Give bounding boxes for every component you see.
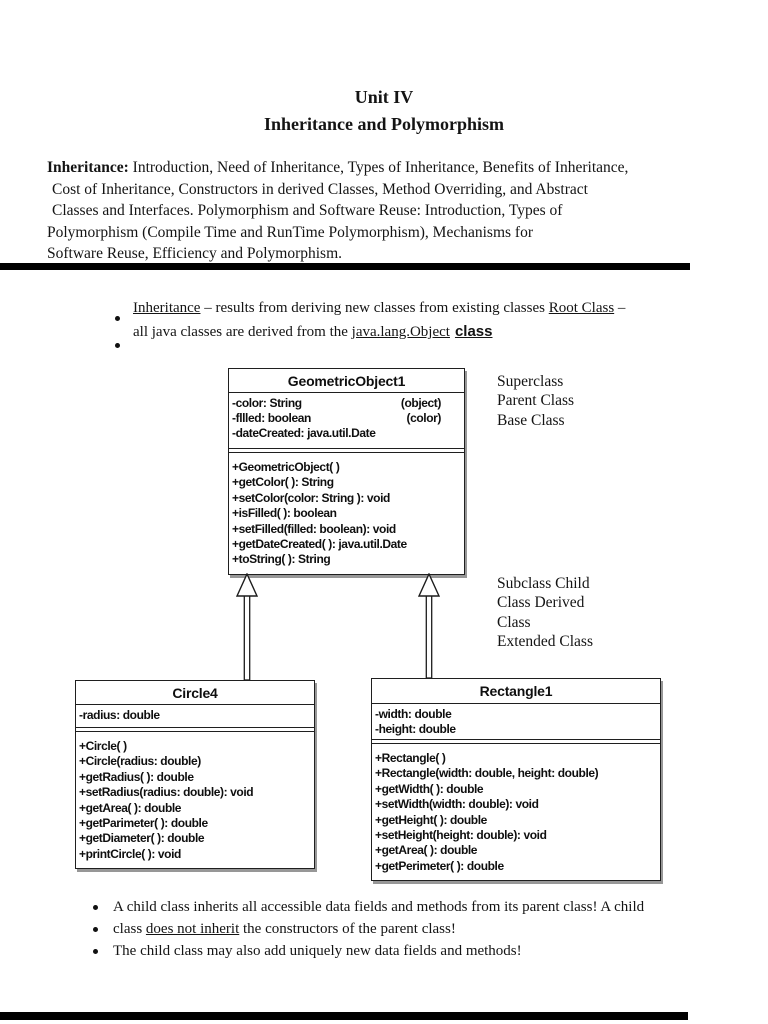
syllabus-paragraph: Inheritance: Introduction, Need of Inher… (47, 157, 737, 265)
attribute-text: -color: String (232, 396, 302, 410)
syllabus-line-1: Inheritance: Introduction, Need of Inher… (47, 157, 737, 179)
child-class-notes: A child class inherits all accessible da… (113, 896, 713, 962)
method-row: +getDiameter( ): double (79, 831, 205, 846)
class-name-geometricobject1: GeometricObject1 (229, 369, 464, 393)
attribute-text: -height: double (375, 722, 456, 736)
bullet-text-segment: class (113, 921, 146, 937)
bullet-text-segment: – results from deriving new classes from… (200, 300, 549, 316)
does-not-inherit-term: does not inherit (145, 921, 240, 937)
method-row: +getParimeter( ): double (79, 816, 208, 831)
methods-circle4: +Circle( ) +Circle(radius: double) +getR… (76, 731, 314, 868)
method-row: +getDateCreated( ): java.util.Date (232, 537, 407, 552)
inheritance-arrow-rectangle (417, 573, 441, 679)
attribute-note (441, 426, 461, 441)
attribute-row: -height: double (375, 722, 657, 737)
method-row: +Rectangle( ) (375, 751, 446, 765)
attributes-circle4: -radius: double (76, 705, 314, 728)
bullet-dot (115, 316, 120, 321)
attribute-text: -width: double (375, 707, 452, 721)
attributes-geometricobject1: -color: String (object) -fllled: boolean (… (229, 393, 464, 449)
method-row: +Circle(radius: double) (79, 754, 201, 769)
inheritance-bullet-text: Inheritance – results from deriving new … (133, 297, 693, 344)
syllabus-line-5: Software Reuse, Efficiency and Polymorph… (47, 245, 343, 263)
method-row: +isFilled( ): boolean (232, 506, 337, 521)
label-superclass: Superclass (497, 373, 564, 390)
child-class-note-line-3: The child class may also add uniquely ne… (113, 943, 522, 959)
methods-rectangle1: +Rectangle( ) +Rectangle(width: double, … (372, 743, 660, 880)
method-row: +getArea( ): double (375, 843, 478, 858)
method-row: +setRadius(radius: double): void (79, 785, 254, 800)
title-subject: Inheritance and Polymorphism (263, 114, 504, 134)
title-unit: Unit IV (354, 87, 414, 107)
class-keyword: class (454, 323, 493, 340)
bullet-text-segment: – (614, 300, 626, 316)
method-row: +Circle( ) (79, 739, 127, 753)
attribute-text: -fllled: boolean (232, 411, 311, 425)
child-class-note-line-1: A child class inherits all accessible da… (113, 899, 645, 915)
inheritance-term: Inheritance (133, 300, 201, 316)
attributes-rectangle1: -width: double -height: double (372, 704, 660, 740)
divider-bar-bottom (0, 1012, 688, 1020)
methods-geometricobject1: +GeometricObject( ) +getColor( ): String… (229, 452, 464, 574)
method-row: +getArea( ): double (79, 800, 182, 815)
attribute-row: -fllled: boolean (color) (232, 411, 461, 426)
method-row: +getPerimeter( ): double (375, 858, 504, 873)
class-name-rectangle1: Rectangle1 (372, 679, 660, 704)
bullet-text-segment: the constructors of the parent class! (239, 921, 456, 937)
inheritance-bullet-line-1: Inheritance – results from deriving new … (133, 297, 693, 320)
uml-class-rectangle1: Rectangle1 -width: double -height: doubl… (371, 678, 661, 882)
method-row: +getRadius( ): double (79, 769, 194, 784)
method-row: +printCircle( ): void (79, 846, 181, 861)
method-row: +setFilled(filled: boolean): void (232, 521, 396, 536)
attribute-text: -dateCreated: java.util.Date (232, 426, 376, 440)
attribute-row: -radius: double (79, 708, 311, 723)
divider-bar-top (0, 263, 690, 270)
syllabus-line-4: Polymorphism (Compile Time and RunTime P… (47, 223, 533, 241)
method-row: +getWidth( ): double (375, 781, 484, 796)
label-parent-class: Parent Class (497, 392, 575, 410)
child-class-note-line-2: class does not inherit the constructors … (113, 918, 713, 940)
bullet-text-segment: all java classes are derived from the (133, 324, 352, 340)
bullet-dot (115, 343, 120, 348)
attribute-note: (object) (400, 396, 442, 410)
method-row: +setWidth(width: double): void (375, 797, 539, 812)
class-name-circle4: Circle4 (76, 681, 314, 705)
java-lang-object-term: java.lang.Object (351, 324, 450, 340)
uml-class-geometricobject1: GeometricObject1 -color: String (object) … (228, 368, 465, 575)
bullet-dot (93, 949, 98, 954)
inheritance-arrow-circle (235, 573, 259, 681)
attribute-text: -radius: double (79, 708, 160, 722)
method-row: +getColor( ): String (232, 475, 334, 490)
superclass-labels: Superclass Parent Class Base Class (497, 372, 574, 430)
method-row: +Rectangle(width: double, height: double… (375, 766, 599, 781)
method-row: +getHeight( ): double (375, 812, 487, 827)
subclass-labels: Subclass Child Class Derived Class Exten… (497, 574, 593, 651)
method-row: +setColor(color: String ): void (232, 490, 390, 505)
page-title: Unit IV Inheritance and Polymorphism (0, 84, 768, 138)
method-row: +GeometricObject( ) (232, 460, 340, 474)
bullet-dot (93, 927, 98, 932)
syllabus-line-1-rest: Introduction, Need of Inheritance, Types… (128, 159, 629, 176)
syllabus-line-3: Classes and Interfaces. Polymorphism and… (52, 202, 563, 220)
uml-class-circle4: Circle4 -radius: double +Circle( ) +Circ… (75, 680, 315, 870)
bullet-dot (93, 905, 98, 910)
label-class: Class (497, 613, 531, 631)
label-base-class: Base Class (497, 411, 565, 429)
label-class-derived: Class Derived (497, 594, 585, 612)
root-class-term: Root Class (548, 300, 615, 316)
attribute-note: (color) (406, 411, 441, 425)
method-row: +setHeight(height: double): void (375, 828, 547, 843)
attribute-row: -width: double (375, 707, 657, 722)
attribute-row: -dateCreated: java.util.Date (232, 426, 461, 441)
attribute-row: -color: String (object) (232, 396, 461, 411)
syllabus-lead: Inheritance: (47, 159, 129, 176)
inheritance-bullet-line-2: all java classes are derived from the ja… (133, 320, 693, 344)
label-subclass-child: Subclass Child (497, 575, 590, 592)
syllabus-line-2: Cost of Inheritance, Constructors in der… (52, 180, 588, 198)
label-extended-class: Extended Class (497, 632, 593, 650)
method-row: +toString( ): String (232, 552, 331, 567)
